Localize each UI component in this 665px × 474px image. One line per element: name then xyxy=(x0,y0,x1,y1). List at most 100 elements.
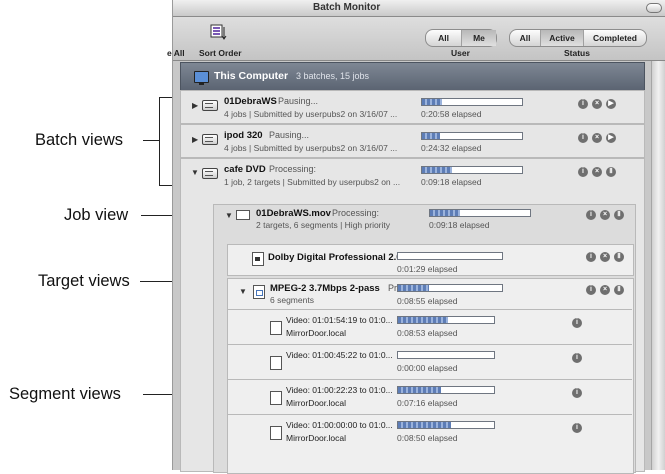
callout-batch-bracket-bottom xyxy=(159,185,173,186)
target-elapsed: 0:01:29 elapsed xyxy=(397,264,458,274)
show-all-label-fragment[interactable]: e All xyxy=(167,48,185,58)
computer-summary: 3 batches, 15 jobs xyxy=(296,71,370,81)
disclosure-triangle-expanded-icon[interactable]: ▼ xyxy=(191,168,199,177)
info-icon[interactable]: i xyxy=(578,167,588,177)
segment-progress-bar xyxy=(397,421,495,429)
status-filter-label: Status xyxy=(564,48,590,58)
segment-icon xyxy=(270,321,282,335)
sort-order-label: Sort Order xyxy=(199,48,242,58)
segment-icon xyxy=(270,356,282,370)
toolbar: e All Sort Order All Me User All Active … xyxy=(167,17,665,61)
pause-icon[interactable]: Ⅱ xyxy=(606,167,616,177)
status-filter-active[interactable]: Active xyxy=(540,30,583,46)
batch-details: 4 jobs | Submitted by userpubs2 on 3/16/… xyxy=(224,109,398,119)
batch-details: 1 job, 2 targets | Submitted by userpubs… xyxy=(224,177,401,187)
batch-row[interactable]: ▶ 01DebraWS Pausing... 4 jobs | Submitte… xyxy=(180,90,645,124)
computer-group-header[interactable]: This Computer 3 batches, 15 jobs xyxy=(180,62,645,91)
info-icon[interactable]: i xyxy=(572,423,582,433)
computer-name: This Computer xyxy=(214,70,289,82)
target-row[interactable]: Dolby Digital Professional 2.0 ... 0:01:… xyxy=(227,244,634,276)
info-icon[interactable]: i xyxy=(572,353,582,363)
segment-row[interactable]: Video: 01:00:45:22 to 01:0... 0:00:00 el… xyxy=(228,344,632,379)
batch-progress-bar xyxy=(421,166,523,174)
segment-row[interactable]: Video: 01:00:00:00 to 01:0... MirrorDoor… xyxy=(228,414,632,449)
disclosure-triangle-collapsed-icon[interactable]: ▶ xyxy=(192,101,199,110)
cancel-icon[interactable]: × xyxy=(600,252,610,262)
segment-host: MirrorDoor.local xyxy=(286,328,346,338)
batch-status: Pausing... xyxy=(269,130,310,140)
callout-batch-bracket xyxy=(159,97,160,185)
user-filter-all[interactable]: All xyxy=(438,33,449,43)
job-details: 2 targets, 6 segments | High priority xyxy=(256,220,391,230)
segment-row[interactable]: Video: 01:01:54:19 to 01:0... MirrorDoor… xyxy=(228,309,632,344)
segment-name: Video: 01:00:22:23 to 01:0... xyxy=(286,385,393,395)
resume-icon[interactable]: ▶ xyxy=(606,99,616,109)
segment-elapsed: 0:08:50 elapsed xyxy=(397,433,458,443)
segment-progress-bar xyxy=(397,386,495,394)
vertical-scrollbar[interactable] xyxy=(651,61,665,470)
target-name: MPEG-2 3.7Mbps 2-pass xyxy=(270,283,380,294)
info-icon[interactable]: i xyxy=(578,99,588,109)
cancel-icon[interactable]: × xyxy=(600,285,610,295)
disclosure-triangle-expanded-icon[interactable]: ▼ xyxy=(239,287,247,296)
cancel-icon[interactable]: × xyxy=(592,133,602,143)
computer-icon xyxy=(194,71,209,85)
batch-details: 4 jobs | Submitted by userpubs2 on 3/16/… xyxy=(224,143,398,153)
resume-icon[interactable]: ▶ xyxy=(606,133,616,143)
cancel-icon[interactable]: × xyxy=(592,167,602,177)
target-progress-bar xyxy=(397,252,503,260)
video-target-icon xyxy=(253,285,265,299)
disclosure-triangle-expanded-icon[interactable]: ▼ xyxy=(225,211,233,220)
zoom-button[interactable] xyxy=(646,3,662,13)
user-filter-me[interactable]: Me xyxy=(461,30,496,46)
callout-batch-views: Batch views xyxy=(35,131,124,149)
batch-icon xyxy=(202,100,218,111)
segment-host: MirrorDoor.local xyxy=(286,398,346,408)
batch-row[interactable]: ▶ ipod 320 Pausing... 4 jobs | Submitted… xyxy=(180,124,645,158)
pause-icon[interactable]: Ⅱ xyxy=(614,285,624,295)
batch-progress-bar xyxy=(421,132,523,140)
callout-batch-bracket-top xyxy=(159,97,173,98)
user-filter-control: All Me xyxy=(425,29,497,47)
user-filter-label: User xyxy=(451,48,470,58)
batch-elapsed: 0:09:18 elapsed xyxy=(421,177,482,187)
info-icon[interactable]: i xyxy=(572,388,582,398)
title-bar: Batch Monitor xyxy=(173,0,665,17)
segment-progress-bar xyxy=(397,316,495,324)
callout-batch-line xyxy=(143,140,159,141)
batch-row-expanded[interactable]: ▼ cafe DVD Processing: 1 job, 2 targets … xyxy=(180,158,645,474)
status-filter-control: All Active Completed xyxy=(509,29,647,47)
info-icon[interactable]: i xyxy=(586,285,596,295)
batch-status: Processing: xyxy=(269,164,317,174)
batch-monitor-window: Batch Monitor e All Sort Order All Me Us… xyxy=(167,0,665,474)
target-row-expanded[interactable]: ▼ MPEG-2 3.7Mbps 2-pass Proc... 6 segmen… xyxy=(227,278,634,474)
batch-name: 01DebraWS xyxy=(224,96,277,107)
pause-icon[interactable]: Ⅱ xyxy=(614,210,624,220)
info-icon[interactable]: i xyxy=(586,252,596,262)
target-details: 6 segments xyxy=(270,295,314,305)
status-filter-all[interactable]: All xyxy=(519,33,531,43)
media-file-icon xyxy=(236,210,250,220)
job-status: Processing: xyxy=(332,208,380,218)
segment-row[interactable]: Video: 01:00:22:23 to 01:0... MirrorDoor… xyxy=(228,379,632,414)
audio-target-icon xyxy=(252,252,264,266)
batch-progress-bar xyxy=(421,98,523,106)
cancel-icon[interactable]: × xyxy=(600,210,610,220)
info-icon[interactable]: i xyxy=(578,133,588,143)
info-icon[interactable]: i xyxy=(572,318,582,328)
cancel-icon[interactable]: × xyxy=(592,99,602,109)
sort-order-icon[interactable] xyxy=(210,24,227,41)
callout-job-view: Job view xyxy=(64,206,129,224)
info-icon[interactable]: i xyxy=(586,210,596,220)
callout-segment-views: Segment views xyxy=(9,385,121,403)
callout-target-views: Target views xyxy=(38,272,130,290)
disclosure-triangle-collapsed-icon[interactable]: ▶ xyxy=(192,135,199,144)
pause-icon[interactable]: Ⅱ xyxy=(614,252,624,262)
job-row[interactable]: ▼ 01DebraWS.mov Processing: 2 targets, 6… xyxy=(213,204,636,474)
status-filter-completed[interactable]: Completed xyxy=(583,30,646,46)
segment-icon xyxy=(270,426,282,440)
segment-name: Video: 01:01:54:19 to 01:0... xyxy=(286,315,393,325)
segment-progress-bar xyxy=(397,351,495,359)
batch-icon xyxy=(202,168,218,179)
window-title: Batch Monitor xyxy=(313,2,381,13)
